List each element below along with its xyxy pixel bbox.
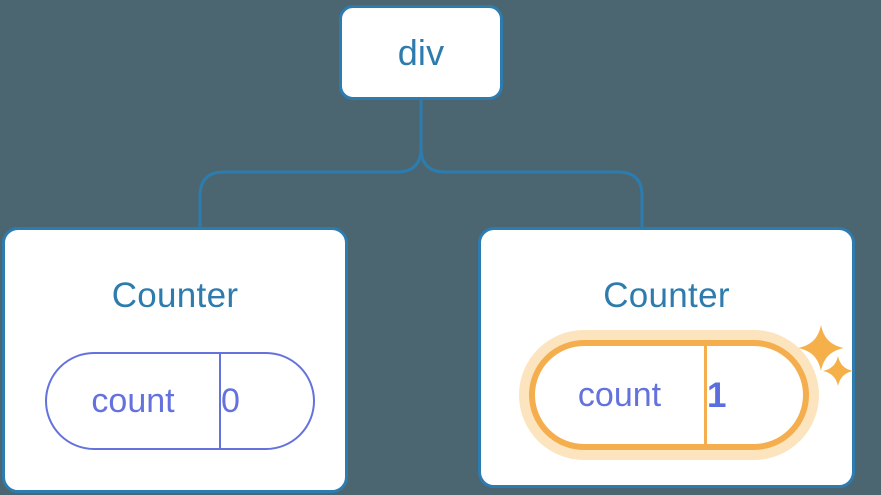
state-pill-key-label: count: [577, 376, 662, 414]
state-pill-key-label: count: [91, 382, 175, 420]
card-counter-left[interactable]: Counter count 0: [2, 227, 348, 493]
connector-left: [198, 98, 423, 229]
state-pill-key: count: [535, 346, 707, 444]
node-div-label: div: [397, 31, 445, 73]
card-title: Counter: [603, 276, 730, 315]
card-title: Counter: [111, 276, 239, 315]
state-pill[interactable]: count 1: [529, 340, 809, 450]
sparkle-icon: [798, 325, 844, 371]
state-pill-count[interactable]: count 0: [45, 352, 315, 450]
connector-right: [419, 98, 644, 229]
state-pill-key: count: [47, 354, 221, 448]
node-div[interactable]: div: [339, 5, 503, 100]
state-pill-value: 0: [221, 354, 240, 448]
sparkle-icon: [823, 356, 853, 386]
state-pill-value: 1: [707, 346, 726, 444]
state-pill-value-label: 1: [707, 375, 727, 415]
state-pill-count-highlighted[interactable]: count 1: [519, 330, 819, 460]
state-pill-value-label: 0: [221, 382, 240, 420]
card-counter-right[interactable]: Counter count 1: [478, 227, 855, 488]
